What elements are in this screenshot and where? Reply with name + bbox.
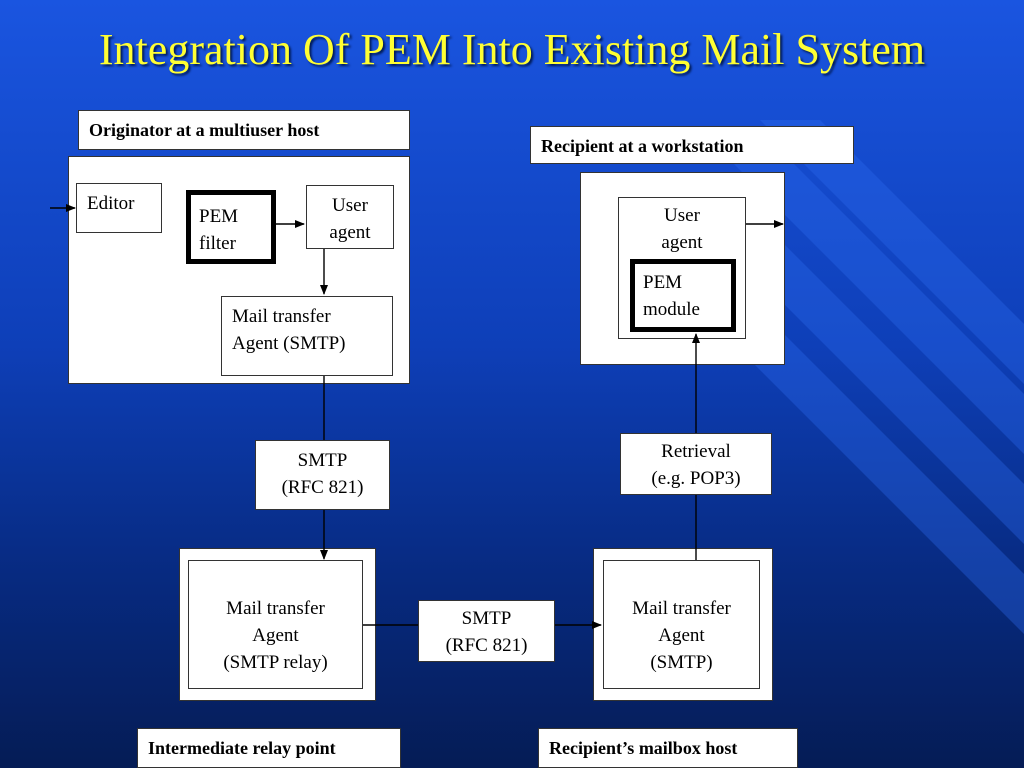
smtp-protocol-box-2: SMTP (RFC 821) [418,600,555,662]
ws-user-agent-line1: User [664,205,700,226]
smtp1-line1: SMTP [297,450,348,471]
slide-title: Integration Of PEM Into Existing Mail Sy… [98,25,926,74]
smtp-protocol-box-1: SMTP (RFC 821) [255,440,390,510]
mailbox-mta-line3: (SMTP) [650,652,713,673]
relay-point-label: Intermediate relay point [137,728,401,768]
smtp2-line1: SMTP [461,608,512,629]
relay-mta-line2: Agent [252,625,299,646]
pem-module-box: PEM module [630,259,736,332]
relay-mta-box: Mail transfer Agent (SMTP relay) [188,560,363,689]
originator-user-agent-box: User agent [306,185,394,249]
retrieval-line1: Retrieval [661,441,731,462]
originator-mta-line1: Mail transfer [232,306,331,327]
user-agent-line2: agent [329,222,371,243]
mailbox-mta-box: Mail transfer Agent (SMTP) [603,560,760,689]
smtp2-line2: (RFC 821) [445,635,528,656]
originator-mta-box: Mail transfer Agent (SMTP) [221,296,393,376]
mailbox-mta-line1: Mail transfer [632,598,731,619]
smtp1-line2: (RFC 821) [281,477,364,498]
pem-module-line2: module [643,299,700,320]
pem-module-line1: PEM [643,272,683,293]
pem-filter-line1: PEM [199,206,239,227]
relay-mta-line3: (SMTP relay) [223,652,328,673]
pem-filter-line2: filter [199,233,236,254]
editor-label: Editor [87,193,135,214]
ws-user-agent-line2: agent [661,232,703,253]
mailbox-host-label: Recipient’s mailbox host [538,728,798,768]
relay-mta-line1: Mail transfer [226,598,325,619]
pem-filter-box: PEM filter [186,190,276,264]
mailbox-mta-line2: Agent [658,625,705,646]
retrieval-line2: (e.g. POP3) [651,468,741,489]
originator-label: Originator at a multiuser host [78,110,410,150]
recipient-label: Recipient at a workstation [530,126,854,164]
user-agent-line1: User [332,195,368,216]
retrieval-protocol-box: Retrieval (e.g. POP3) [620,433,772,495]
originator-mta-line2: Agent (SMTP) [232,333,346,354]
editor-box: Editor [76,183,162,233]
